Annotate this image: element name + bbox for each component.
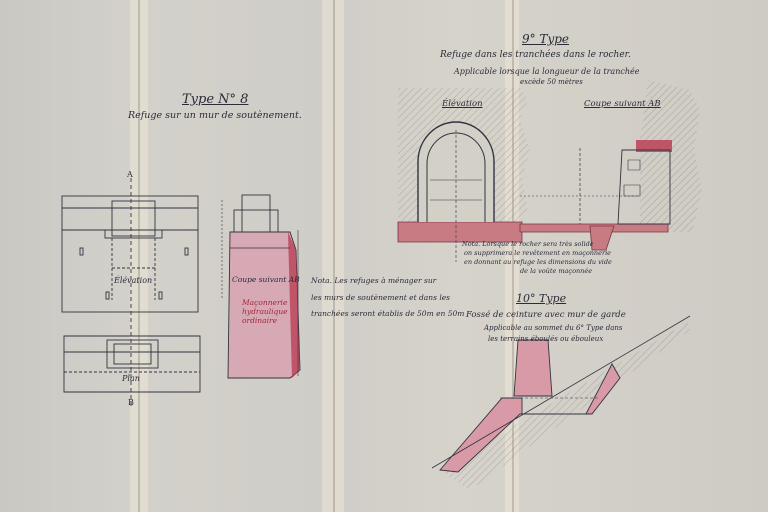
masonry-label: Maçonnerie hydraulique ordinaire bbox=[242, 298, 288, 325]
type8-coupe-label: Coupe suivant AB bbox=[232, 275, 300, 284]
fold-line bbox=[138, 0, 140, 512]
type8-plan-label: Plan bbox=[122, 374, 140, 383]
type10-applicable-line2: les terrains éboulés ou ébouleux bbox=[488, 335, 604, 343]
paper-fold-strip bbox=[130, 0, 148, 512]
type8-subtitle: Refuge sur un mur de soutènement. bbox=[128, 110, 302, 121]
type9-section bbox=[519, 80, 702, 251]
type9-note-line2: on supprimera le revêtement en maçonneri… bbox=[464, 249, 611, 257]
fold-line bbox=[512, 0, 514, 512]
type9-applicable-line2: excède 50 mètres bbox=[520, 78, 583, 86]
point-b-label: B bbox=[128, 398, 134, 407]
note-left-line2: les murs de soutènement et dans les bbox=[311, 293, 451, 302]
type9-note-line4: de la voûte maçonnée bbox=[520, 267, 593, 275]
type9-subtitle: Refuge dans les tranchées dans le rocher… bbox=[440, 50, 631, 60]
type9-elevation bbox=[397, 88, 530, 262]
type8-section bbox=[221, 194, 301, 379]
type8-plan bbox=[63, 335, 201, 393]
type10-section bbox=[431, 315, 691, 490]
note-left-line3: tranchées seront établis de 50m en 50m bbox=[311, 309, 465, 318]
point-a-label: A bbox=[127, 170, 133, 179]
type8-title: Type N° 8 bbox=[182, 92, 249, 107]
type9-title: 9° Type bbox=[522, 32, 570, 46]
type8-elevation bbox=[61, 178, 199, 408]
type9-coupe-label: Coupe suivant AB bbox=[584, 99, 661, 109]
type9-note-line1: Nota. Lorsque le rocher sera très solide bbox=[462, 240, 594, 248]
fold-line bbox=[333, 0, 335, 512]
type9-note-line3: en donnant au refuge les dimensions du v… bbox=[464, 258, 612, 266]
type10-subtitle: Fossé de ceinture avec mur de garde bbox=[466, 310, 626, 320]
type9-elevation-label: Élévation bbox=[442, 99, 483, 109]
type9-applicable-line1: Applicable lorsque la longueur de la tra… bbox=[454, 67, 640, 76]
type10-title: 10° Type bbox=[516, 292, 567, 305]
type8-elevation-label: Élévation bbox=[114, 276, 153, 285]
note-left-line1: Nota. Les refuges à ménager sur bbox=[311, 276, 437, 285]
type10-applicable-line1: Applicable au sommet du 6° Type dans bbox=[484, 324, 623, 332]
paper-fold-strip bbox=[322, 0, 344, 512]
